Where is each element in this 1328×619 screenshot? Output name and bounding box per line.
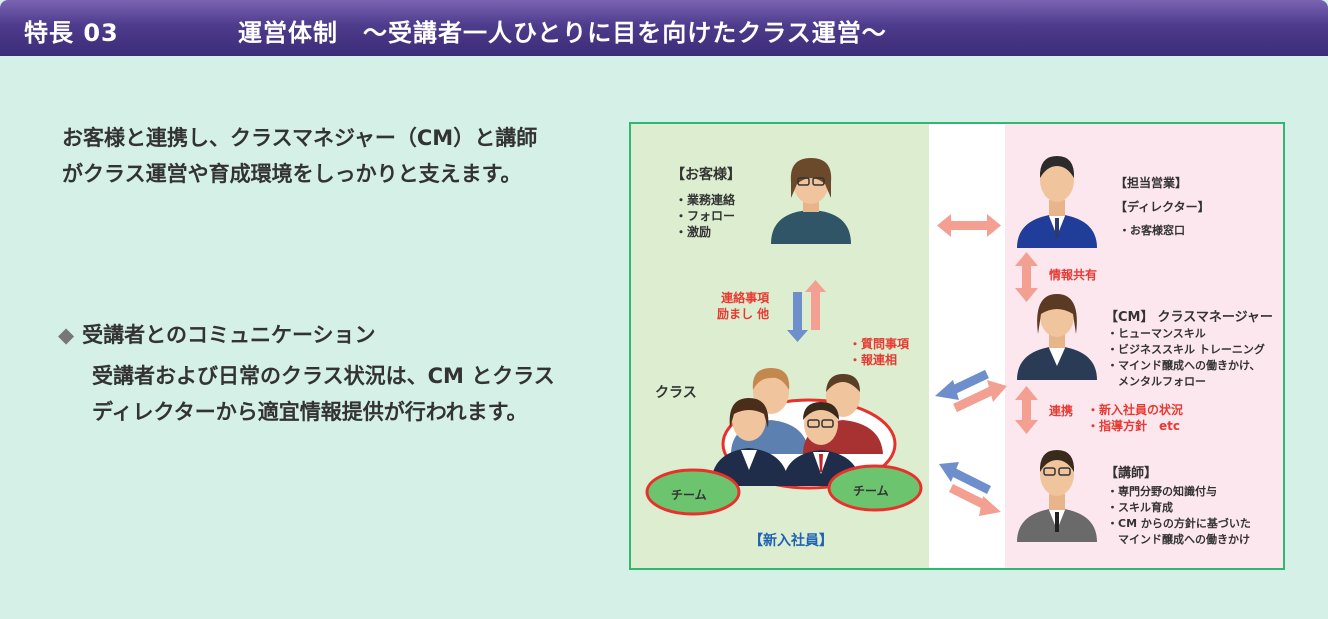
- new-employees-label: 【新入社員】: [749, 533, 833, 549]
- cm-person-icon: [1017, 294, 1097, 380]
- cm-label: 【CM】クラスマネージャー: [1105, 306, 1273, 325]
- customer-items: ・業務連絡 ・フォロー ・激励: [675, 192, 735, 240]
- diagram-graphics: [645, 156, 1097, 542]
- bullet-heading-text: 受講者とのコミュニケーション: [82, 323, 376, 347]
- bullet-body-line: 受講者および日常のクラス状況は、CM とクラス: [92, 364, 555, 388]
- cm-instructor-arrow-icon: [1015, 386, 1038, 434]
- sales-person-icon: [1017, 156, 1097, 248]
- cm-subtitle: クラスマネージャー: [1157, 310, 1273, 325]
- class-label: クラス: [655, 385, 697, 401]
- down-message-line: 励まし 他: [717, 307, 770, 321]
- link-label: 連携: [1049, 404, 1074, 418]
- link-item: ・指導方針 etc: [1087, 419, 1180, 433]
- up-arrow-icon: [805, 280, 826, 330]
- down-message-line: 連絡事項: [721, 291, 770, 305]
- team-right-label: チーム: [853, 484, 889, 498]
- class-group-icon: [645, 368, 923, 516]
- feature-tag: 特長 03: [24, 19, 119, 47]
- team-left-label: チーム: [671, 488, 707, 502]
- link-items: ・新入社員の状況 ・指導方針 etc: [1087, 402, 1183, 434]
- down-message-label: 連絡事項 励まし 他: [717, 290, 769, 322]
- sales-cm-arrow-icon: [1015, 252, 1038, 302]
- link-item: ・新入社員の状況: [1087, 403, 1184, 417]
- cm-item: メンタルフォロー: [1107, 375, 1206, 388]
- intro-line: お客様と連携し、クラスマネジャー（CM）と講師: [62, 126, 538, 150]
- customer-item: ・激励: [675, 225, 712, 239]
- section-header: 特長 03 運営体制 ～受講者一人ひとりに目を向けたクラス運営～: [0, 0, 1328, 56]
- intro-text: お客様と連携し、クラスマネジャー（CM）と講師 がクラス運営や育成環境をしっかり…: [62, 120, 622, 192]
- director-label: 【ディレクター】: [1115, 200, 1210, 214]
- instructor-item: ・専門分野の知識付与: [1107, 485, 1217, 498]
- up-message-label: ・質問事項 ・報連相: [849, 336, 909, 368]
- customer-person-icon: [771, 158, 851, 244]
- instructor-items: ・専門分野の知識付与 ・スキル育成 ・CM からの方針に基づいた マインド醸成へ…: [1107, 484, 1251, 548]
- cm-item: ・ビジネススキル トレーニング: [1107, 343, 1265, 356]
- instructor-label: 【講師】: [1105, 466, 1158, 481]
- customer-item: ・フォロー: [675, 209, 736, 223]
- customer-label: 【お客様】: [671, 167, 741, 183]
- sales-label: 【担当営業】: [1115, 176, 1188, 190]
- cm-items: ・ヒューマンスキル ・ビジネススキル トレーニング ・マインド醸成への働きかけ、…: [1107, 326, 1265, 390]
- customer-item: ・業務連絡: [675, 193, 736, 207]
- intro-line: がクラス運営や育成環境をしっかりと支えます。: [62, 162, 522, 186]
- cm-title: 【CM】: [1105, 310, 1154, 325]
- section-title: 運営体制 ～受講者一人ひとりに目を向けたクラス運営～: [238, 19, 887, 47]
- up-message-line: ・質問事項: [849, 337, 910, 351]
- up-message-line: ・報連相: [849, 353, 898, 367]
- class-instructor-arrows-icon: [939, 462, 1001, 516]
- instructor-item: ・スキル育成: [1107, 501, 1173, 514]
- instructor-person-icon: [1017, 450, 1097, 542]
- bullet-body: 受講者および日常のクラス状況は、CM とクラス ディレクターから適宜情報提供が行…: [92, 358, 612, 430]
- bidirectional-arrow-icon: [937, 214, 1001, 237]
- organization-diagram: 【お客様】 ・業務連絡 ・フォロー ・激励 連絡事項 励まし 他 ・質問事項 ・…: [629, 122, 1285, 570]
- class-cm-arrows-icon: [935, 369, 1007, 413]
- instructor-item: マインド醸成への働きかけ: [1107, 533, 1250, 546]
- sales-item: ・お客様窓口: [1119, 224, 1185, 237]
- cm-item: ・マインド醸成への働きかけ、: [1107, 359, 1261, 372]
- bullet-body-line: ディレクターから適宜情報提供が行われます。: [92, 400, 528, 424]
- info-share-label: 情報共有: [1049, 268, 1098, 282]
- down-arrow-icon: [787, 292, 808, 342]
- cm-item: ・ヒューマンスキル: [1107, 327, 1206, 340]
- bullet-heading: ◆ 受講者とのコミュニケーション: [58, 320, 376, 350]
- instructor-item: ・CM からの方針に基づいた: [1107, 517, 1251, 530]
- diamond-bullet-icon: ◆: [58, 323, 75, 347]
